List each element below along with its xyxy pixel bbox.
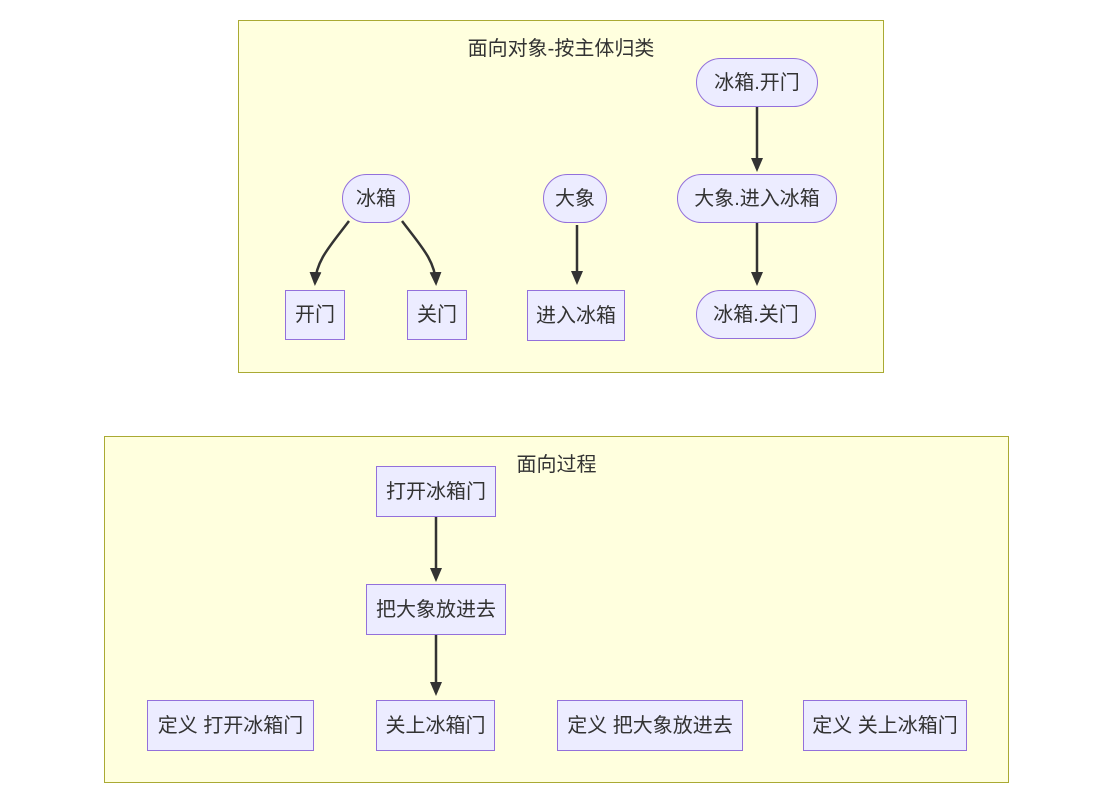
node-fridge-close: 冰箱.关门 — [696, 290, 816, 339]
node-define-open-fridge-door: 定义 打开冰箱门 — [147, 700, 314, 751]
node-enter-fridge: 进入冰箱 — [527, 290, 625, 341]
node-close-fridge-door: 关上冰箱门 — [376, 700, 495, 751]
node-elephant: 大象 — [543, 174, 607, 223]
node-fridge-open: 冰箱.开门 — [696, 58, 818, 107]
node-put-elephant-in: 把大象放进去 — [366, 584, 506, 635]
node-elephant-enter-fridge: 大象.进入冰箱 — [677, 174, 837, 223]
node-define-close-fridge-door: 定义 关上冰箱门 — [803, 700, 967, 751]
node-open-door: 开门 — [285, 290, 345, 340]
cluster-object-oriented-title: 面向对象-按主体归类 — [467, 38, 655, 60]
node-define-put-elephant-in: 定义 把大象放进去 — [557, 700, 743, 751]
node-close-door: 关门 — [407, 290, 467, 340]
cluster-process-oriented-title: 面向过程 — [516, 454, 597, 476]
node-open-fridge-door: 打开冰箱门 — [376, 466, 496, 517]
node-fridge: 冰箱 — [342, 174, 410, 223]
